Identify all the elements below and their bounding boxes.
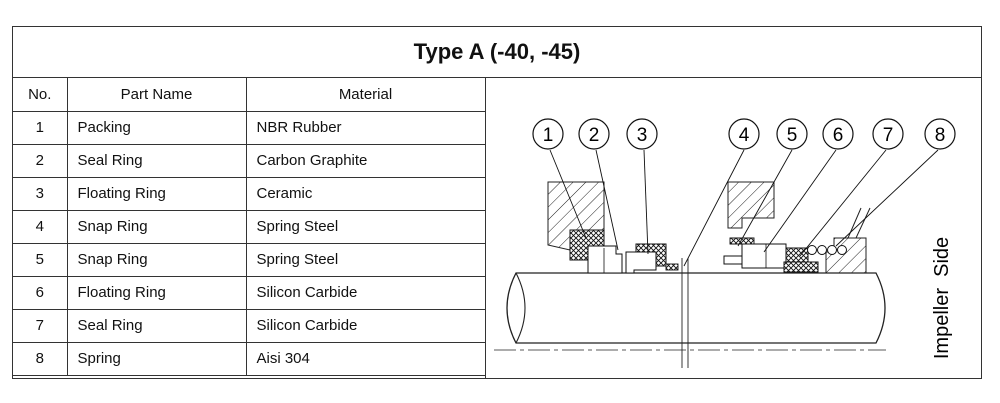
svg-text:4: 4 [739, 125, 750, 146]
cell-material: Aisi 304 [245, 341, 486, 376]
cell-no: 3 [13, 176, 68, 211]
cell-no: 4 [13, 209, 68, 244]
cell-material: NBR Rubber [245, 111, 486, 145]
table-row: 4 Snap Ring Spring Steel [13, 209, 486, 244]
cell-material: Silicon Carbide [245, 275, 486, 310]
svg-text:1: 1 [543, 125, 554, 146]
cell-part-name: Spring [66, 341, 247, 376]
leader-lines [549, 149, 939, 267]
svg-text:8: 8 [935, 125, 946, 146]
header-part-name: Part Name [66, 78, 247, 112]
svg-text:7: 7 [883, 125, 894, 146]
snap-ring-part-4 [665, 263, 679, 271]
callout-2: 2 [578, 118, 610, 150]
cell-material: Ceramic [245, 176, 486, 211]
cell-part-name: Seal Ring [66, 308, 247, 343]
callout-4: 4 [728, 118, 760, 150]
shaft [494, 258, 886, 368]
callout-1: 1 [532, 118, 564, 150]
impeller-hub [825, 207, 871, 279]
cell-part-name: Seal Ring [66, 143, 247, 178]
table-row: 6 Floating Ring Silicon Carbide [13, 275, 486, 310]
cell-no: 2 [13, 143, 68, 178]
floating-ring-part-3 [625, 243, 667, 274]
cell-material: Carbon Graphite [245, 143, 486, 178]
cell-part-name: Snap Ring [66, 242, 247, 277]
cell-part-name: Snap Ring [66, 209, 247, 244]
callout-5: 5 [776, 118, 808, 150]
svg-text:3: 3 [637, 125, 648, 146]
svg-text:6: 6 [833, 125, 844, 146]
seal-ring-part-2 [587, 245, 623, 274]
cell-no: 8 [13, 341, 68, 376]
table-header-row: No. Part Name Material [13, 78, 486, 112]
svg-text:2: 2 [589, 125, 600, 146]
cell-part-name: Packing [66, 111, 247, 145]
cell-material: Spring Steel [245, 242, 486, 277]
callout-7: 7 [872, 118, 904, 150]
cell-material: Silicon Carbide [245, 308, 486, 343]
cell-no: 7 [13, 308, 68, 343]
cell-no: 1 [13, 111, 68, 145]
housing-center [727, 181, 775, 229]
table-row: 8 Spring Aisi 304 [13, 341, 486, 376]
cell-material: Spring Steel [245, 209, 486, 244]
cell-part-name: Floating Ring [66, 275, 247, 310]
floating-ring-part-6 [741, 243, 787, 269]
svg-text:5: 5 [787, 125, 798, 146]
header-no: No. [13, 78, 68, 112]
table-row: 5 Snap Ring Spring Steel [13, 242, 486, 277]
spring-part-8 [807, 245, 847, 255]
header-material: Material [245, 78, 486, 112]
spec-sheet: Type A (-40, -45) No. Part Name Material… [12, 26, 982, 379]
table-row: 3 Floating Ring Ceramic [13, 176, 486, 211]
cell-part-name: Floating Ring [66, 176, 247, 211]
cell-no: 5 [13, 242, 68, 277]
cell-no: 6 [13, 275, 68, 310]
callout-8: 8 [924, 118, 956, 150]
table-row: 2 Seal Ring Carbon Graphite [13, 143, 486, 178]
impeller-side-label: Impeller Side [931, 237, 953, 359]
seal-cross-section-diagram: 1 2 3 4 5 6 7 [485, 78, 981, 379]
table-row: 1 Packing NBR Rubber [13, 111, 486, 145]
callout-6: 6 [822, 118, 854, 150]
parts-table: No. Part Name Material 1 Packing NBR Rub… [13, 78, 486, 376]
callout-3: 3 [626, 118, 658, 150]
page-title: Type A (-40, -45) [13, 27, 981, 78]
table-row: 7 Seal Ring Silicon Carbide [13, 308, 486, 343]
